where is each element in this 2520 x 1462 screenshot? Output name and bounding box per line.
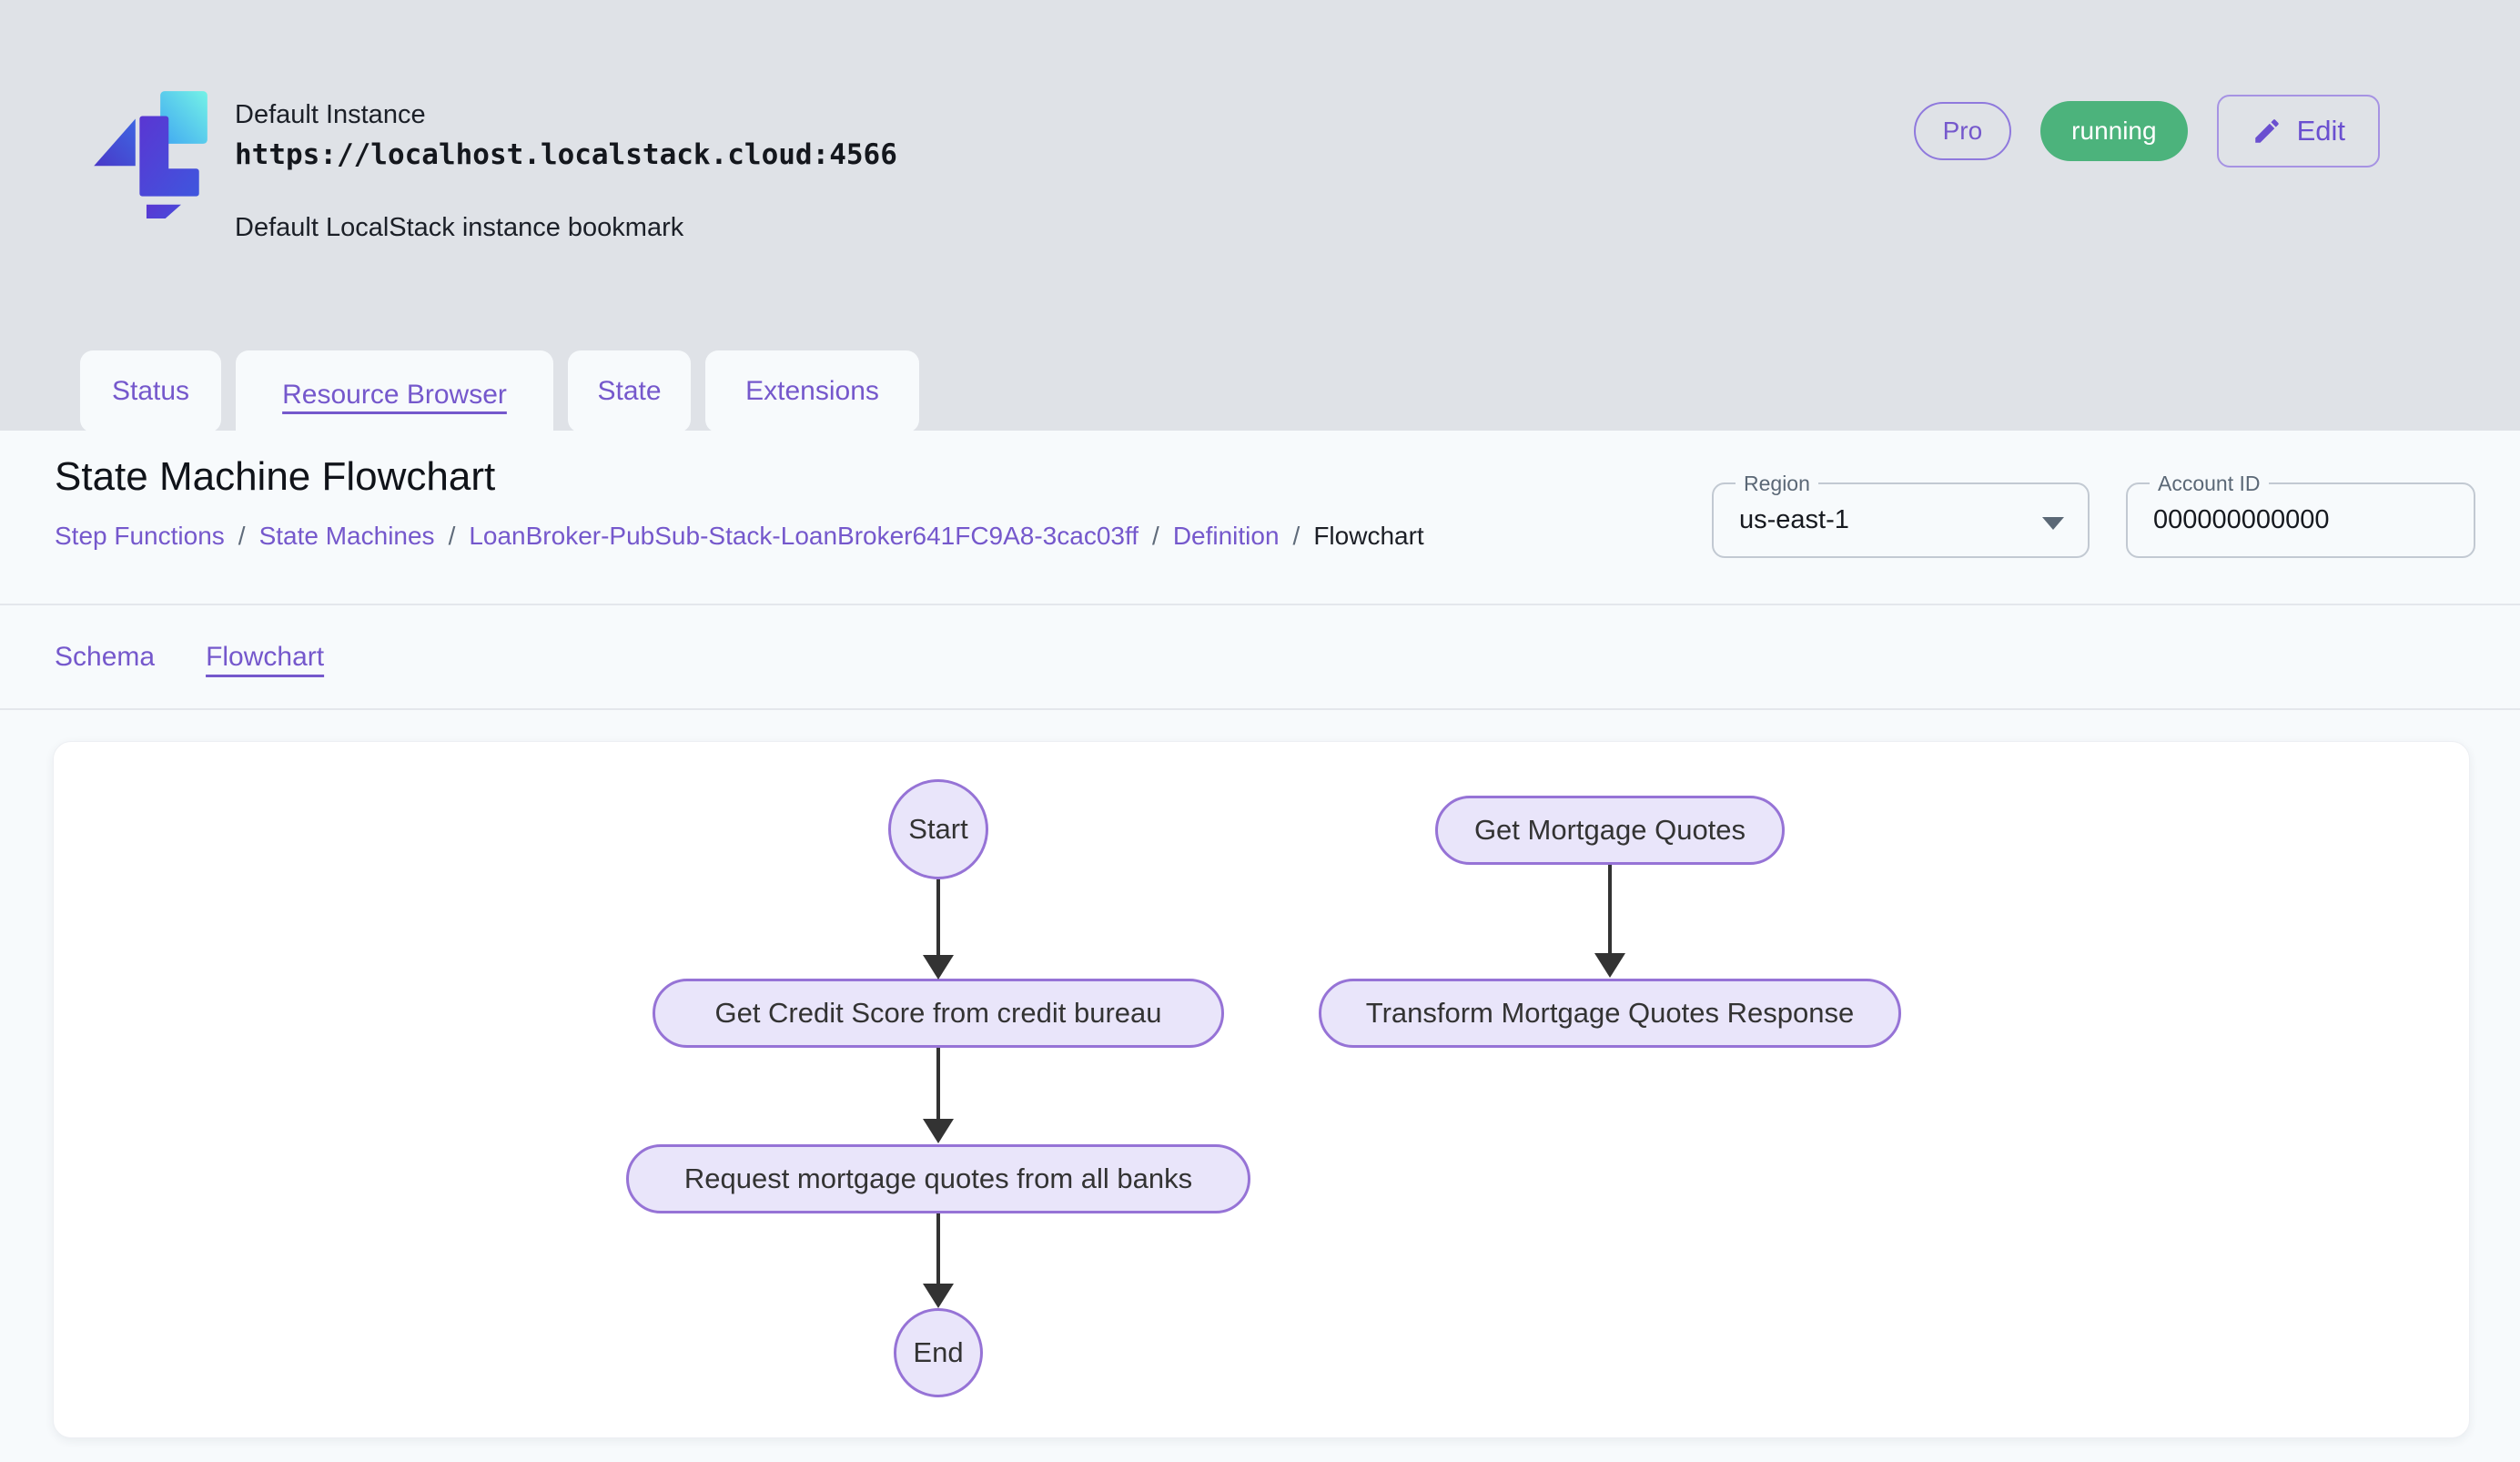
tab-state[interactable]: State — [568, 350, 691, 432]
arrowhead-icon — [923, 955, 954, 980]
breadcrumb-separator: / — [1152, 522, 1159, 550]
flowchart-node-transform-response: Transform Mortgage Quotes Response — [1319, 979, 1901, 1048]
flowchart-node-end: End — [894, 1308, 983, 1397]
flowchart-node-get-mortgage-quotes: Get Mortgage Quotes — [1435, 796, 1785, 865]
instance-description: Default LocalStack instance bookmark — [235, 213, 684, 242]
edit-button[interactable]: Edit — [2216, 95, 2380, 168]
flowchart-node-request-quotes: Request mortgage quotes from all banks — [626, 1144, 1250, 1213]
region-select-label: Region — [1736, 471, 1818, 496]
subtab-schema[interactable]: Schema — [55, 642, 156, 672]
tab-status[interactable]: Status — [80, 350, 221, 432]
instance-name: Default Instance — [235, 100, 426, 129]
breadcrumb: Step Functions / State Machines / LoanBr… — [55, 522, 1424, 551]
account-id-field: Account ID — [2126, 471, 2475, 558]
breadcrumb-step-functions[interactable]: Step Functions — [55, 522, 225, 550]
flowchart-edge — [1608, 865, 1612, 955]
chevron-down-icon — [2042, 517, 2064, 530]
definition-subtabs: Schema Flowchart — [55, 636, 324, 678]
header-controls: Pro running Edit — [1913, 95, 2380, 168]
breadcrumb-definition[interactable]: Definition — [1172, 522, 1280, 550]
flowchart-node-get-credit-score: Get Credit Score from credit bureau — [653, 979, 1224, 1048]
flowchart-edge — [936, 1213, 940, 1285]
divider — [0, 708, 2520, 710]
flowchart-edge — [936, 1048, 940, 1121]
breadcrumb-state-machine-name[interactable]: LoanBroker-PubSub-Stack-LoanBroker641FC9… — [469, 522, 1139, 550]
subtab-flowchart[interactable]: Flowchart — [206, 642, 325, 672]
pro-badge: Pro — [1913, 102, 2012, 160]
divider — [0, 604, 2520, 605]
tab-extensions[interactable]: Extensions — [705, 350, 919, 432]
account-id-label: Account ID — [2150, 471, 2269, 496]
breadcrumb-separator: / — [448, 522, 456, 550]
arrowhead-icon — [923, 1284, 954, 1308]
arrowhead-icon — [923, 1119, 954, 1143]
page-title: State Machine Flowchart — [55, 454, 496, 499]
region-select[interactable]: Region us-east-1 — [1712, 471, 2090, 558]
instance-header: Default Instance https://localhost.local… — [235, 100, 897, 243]
instance-url: https://localhost.localstack.cloud:4566 — [235, 138, 897, 171]
breadcrumb-separator: / — [1292, 522, 1300, 550]
arrowhead-icon — [1594, 953, 1625, 978]
edit-button-label: Edit — [2296, 115, 2345, 147]
breadcrumb-state-machines[interactable]: State Machines — [258, 522, 435, 550]
account-id-input[interactable] — [2128, 505, 2474, 535]
flowchart-edge — [936, 879, 940, 957]
status-badge: running — [2040, 101, 2188, 161]
main-tabs: Status Resource Browser State Extensions — [80, 350, 919, 440]
region-select-value: us-east-1 — [1739, 505, 1849, 534]
resource-browser-panel: State Machine Flowchart Step Functions /… — [0, 431, 2520, 1462]
breadcrumb-separator: / — [238, 522, 246, 550]
flowchart-node-start: Start — [888, 779, 988, 879]
breadcrumb-current: Flowchart — [1313, 522, 1424, 550]
pencil-icon — [2254, 119, 2279, 143]
localstack-logo-icon — [94, 91, 207, 218]
flowchart-canvas: Start Get Mortgage Quotes Get Credit Sco… — [53, 741, 2470, 1438]
tab-resource-browser[interactable]: Resource Browser — [236, 350, 553, 440]
